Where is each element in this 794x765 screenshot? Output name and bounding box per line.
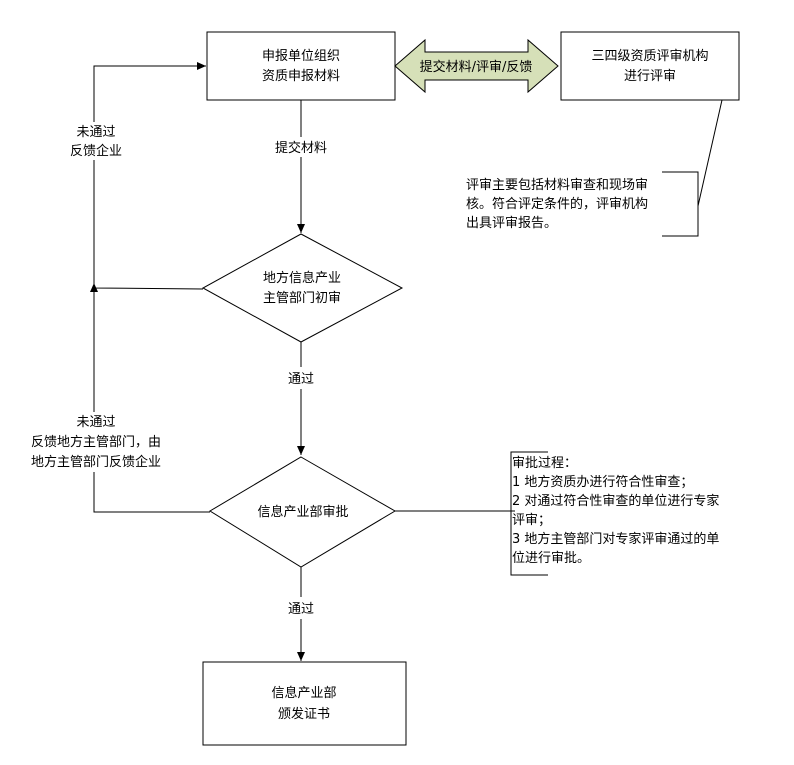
certificate-line-2: 颁发证书 bbox=[278, 706, 330, 722]
local-review-line-2: 主管部门初审 bbox=[263, 291, 341, 306]
submit-edge-label: 提交材料 bbox=[275, 140, 327, 156]
submit-label-bg bbox=[262, 137, 342, 157]
fail-label-1-line-2: 反馈企业 bbox=[70, 143, 122, 159]
review-note-line-3: 出具评审报告。 bbox=[466, 216, 557, 231]
fail-label-2-line-3: 地方主管部门反馈企业 bbox=[31, 454, 161, 470]
approval-note-bracket bbox=[510, 451, 548, 576]
review-agency-line-2: 进行评审 bbox=[624, 69, 676, 84]
approval-note-line-4: 评审； bbox=[512, 513, 551, 528]
fail-label-2-line-1: 未通过 bbox=[76, 415, 115, 430]
fail-label-1-bg bbox=[58, 122, 134, 160]
exchange-arrow-label: 提交材料/评审/反馈 bbox=[420, 59, 533, 75]
pass-label-2: 通过 bbox=[288, 602, 314, 617]
fail-label-1-line-1: 未通过 bbox=[76, 125, 115, 140]
apply-box-line-1: 申报单位组织 bbox=[262, 49, 340, 64]
fail-label-2-bg bbox=[14, 412, 182, 472]
approval-note-line-6: 位进行审批。 bbox=[512, 551, 590, 566]
review-note-bracket bbox=[662, 171, 699, 237]
certificate-box bbox=[202, 661, 407, 746]
ministry-approval-label: 信息产业部审批 bbox=[257, 504, 348, 520]
pass-label-1: 通过 bbox=[288, 372, 314, 387]
pass-label-1-bg bbox=[280, 367, 324, 389]
pass-label-2-bg bbox=[280, 597, 324, 619]
review-agency-line-1: 三四级资质评审机构 bbox=[591, 49, 708, 64]
approval-note-line-5: 3 地方主管部门对专家评审通过的单 bbox=[512, 531, 719, 547]
fail-edge-1 bbox=[93, 62, 206, 290]
approval-note-line-1: 审批过程： bbox=[512, 456, 577, 471]
review-note-line-2: 核。符合评定条件的，评审机构 bbox=[466, 196, 648, 212]
approval-note-line-2: 1 地方资质办进行符合性审查； bbox=[512, 474, 693, 490]
approval-note-line-3: 2 对通过符合性审查的单位进行专家 bbox=[512, 493, 719, 509]
review-note-leader bbox=[697, 99, 723, 207]
apply-box bbox=[206, 31, 396, 101]
local-review-line-1: 地方信息产业 bbox=[263, 270, 341, 286]
review-agency-box bbox=[560, 31, 740, 101]
exchange-double-arrow bbox=[394, 38, 559, 94]
review-note-line-1: 评审主要包括材料审查和现场审 bbox=[466, 178, 648, 193]
fail-label-2-line-2: 反馈地方主管部门，由 bbox=[31, 434, 161, 450]
apply-box-line-2: 资质申报材料 bbox=[262, 69, 340, 84]
fail-edge-2 bbox=[90, 283, 210, 513]
local-review-diamond bbox=[201, 233, 404, 343]
certificate-line-1: 信息产业部 bbox=[271, 685, 336, 701]
